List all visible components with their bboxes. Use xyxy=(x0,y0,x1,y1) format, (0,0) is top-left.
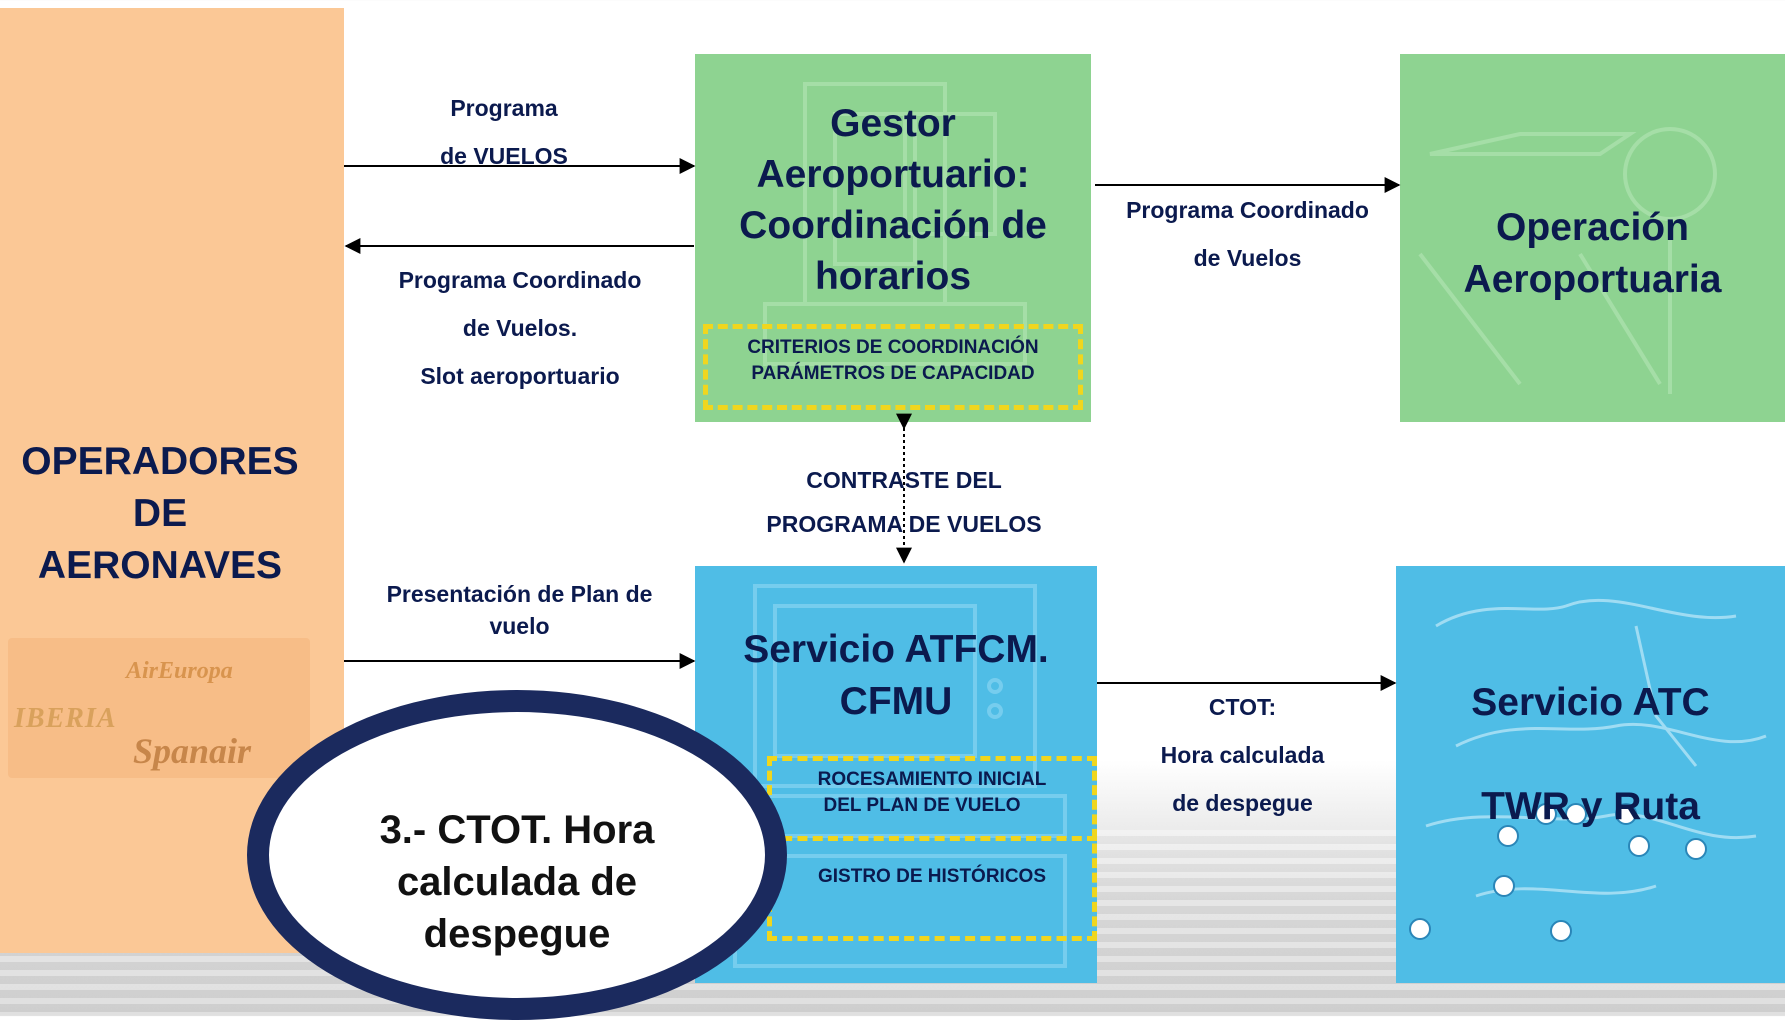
label-line: Programa xyxy=(450,95,558,121)
gestor-title-line: Gestor xyxy=(830,102,956,145)
procesamiento-separator xyxy=(767,836,1097,841)
label-line: de Vuelos. xyxy=(462,315,578,341)
label-line: Hora calculada xyxy=(1160,742,1325,768)
callout-line: despegue xyxy=(423,912,611,956)
computer-watermark-icon xyxy=(763,82,1027,366)
plan-vuelo-line: DEL PLAN DE VUELO xyxy=(823,795,1021,816)
atfcm-title: Servicio ATFCM. CFMU xyxy=(695,624,1097,728)
atc-title: Servicio ATC TWR y Ruta xyxy=(1396,651,1785,859)
procesamiento-line: ROCESAMIENTO INICIAL xyxy=(817,769,1047,790)
atc-box: Servicio ATC TWR y Ruta xyxy=(1396,566,1785,983)
gestor-title-line: Aeroportuario: xyxy=(756,153,1030,196)
airline-logos: IBERIA AirEuropa Spanair xyxy=(8,638,310,778)
operators-title: OPERADORES DE AERONAVES xyxy=(0,436,320,592)
control-tower-watermark-icon xyxy=(1418,127,1717,394)
label-ctot: CTOT: Hora calculada de despegue xyxy=(1120,683,1365,827)
label-programa-coordinado-slot: Programa Coordinado de Vuelos. Slot aero… xyxy=(370,256,670,400)
europe-map-watermark-icon xyxy=(1409,598,1767,942)
criterios-line: CRITERIOS DE COORDINACIÓN xyxy=(747,337,1039,358)
label-line: vuelo xyxy=(489,613,550,639)
label-line: Slot aeroportuario xyxy=(420,363,620,389)
criterios-dashed-box: CRITERIOS DE COORDINACIÓN PARÁMETROS DE … xyxy=(703,324,1083,410)
gestor-title-line: Coordinación de xyxy=(739,204,1047,247)
registro-historicos-line: GISTRO DE HISTÓRICOS xyxy=(817,866,1047,887)
atc-title-line: Servicio ATC xyxy=(1471,681,1710,724)
operacion-title-line: Aeroportuaria xyxy=(1463,258,1722,301)
parametros-line: PARÁMETROS DE CAPACIDAD xyxy=(751,363,1035,384)
operators-title-line: OPERADORES xyxy=(21,440,299,483)
label-line: CTOT: xyxy=(1208,694,1277,720)
label-presentacion: Presentación de Plan de vuelo xyxy=(352,578,687,642)
operacion-title: Operación Aeroportuaria xyxy=(1400,202,1785,306)
label-line: CONTRASTE DEL xyxy=(806,467,1002,493)
label-line: de VUELOS xyxy=(440,143,568,169)
atfcm-title-line: CFMU xyxy=(839,680,953,723)
spanair-logo: Spanair xyxy=(133,731,252,771)
gestor-aeroportuario-box: Gestor Aeroportuario: Coordinación de ho… xyxy=(695,54,1091,422)
operators-title-line: DE xyxy=(132,492,188,535)
label-line: PROGRAMA DE VUELOS xyxy=(766,511,1042,537)
label-line: Presentación de Plan de xyxy=(386,581,653,607)
atfcm-box: Servicio ATFCM. CFMU ROCESAMIENTO INICIA… xyxy=(695,566,1097,983)
operators-title-line: AERONAVES xyxy=(37,544,283,587)
operacion-aeroportuaria-box: Operación Aeroportuaria xyxy=(1400,54,1785,422)
atc-title-line: TWR y Ruta xyxy=(1481,785,1700,828)
label-line: de Vuelos xyxy=(1193,245,1302,271)
label-line: Programa Coordinado xyxy=(398,267,642,293)
label-programa-coordinado-op: Programa Coordinado de Vuelos xyxy=(1100,186,1395,282)
operacion-title-line: Operación xyxy=(1496,206,1689,249)
label-contraste: CONTRASTE DEL PROGRAMA DE VUELOS xyxy=(744,458,1064,546)
aireuropa-logo: AirEuropa xyxy=(126,658,233,684)
gestor-title-line: horarios xyxy=(814,255,972,298)
ctot-callout-ellipse: 3.- CTOT. Hora calculada de despegue xyxy=(247,690,787,1020)
operators-panel: OPERADORES DE AERONAVES IBERIA AirEuropa… xyxy=(0,8,344,953)
iberia-logo: IBERIA xyxy=(14,703,117,734)
label-programa-vuelos: Programa de VUELOS xyxy=(404,84,604,180)
label-line: Programa Coordinado xyxy=(1126,197,1369,223)
callout-line: 3.- CTOT. Hora xyxy=(379,808,655,852)
label-line: de despegue xyxy=(1172,790,1313,816)
atfcm-title-line: Servicio ATFCM. xyxy=(743,628,1049,671)
callout-line: calculada de xyxy=(396,860,638,904)
gestor-title: Gestor Aeroportuario: Coordinación de ho… xyxy=(695,98,1091,302)
ctot-callout-text: 3.- CTOT. Hora calculada de despegue xyxy=(269,804,765,960)
